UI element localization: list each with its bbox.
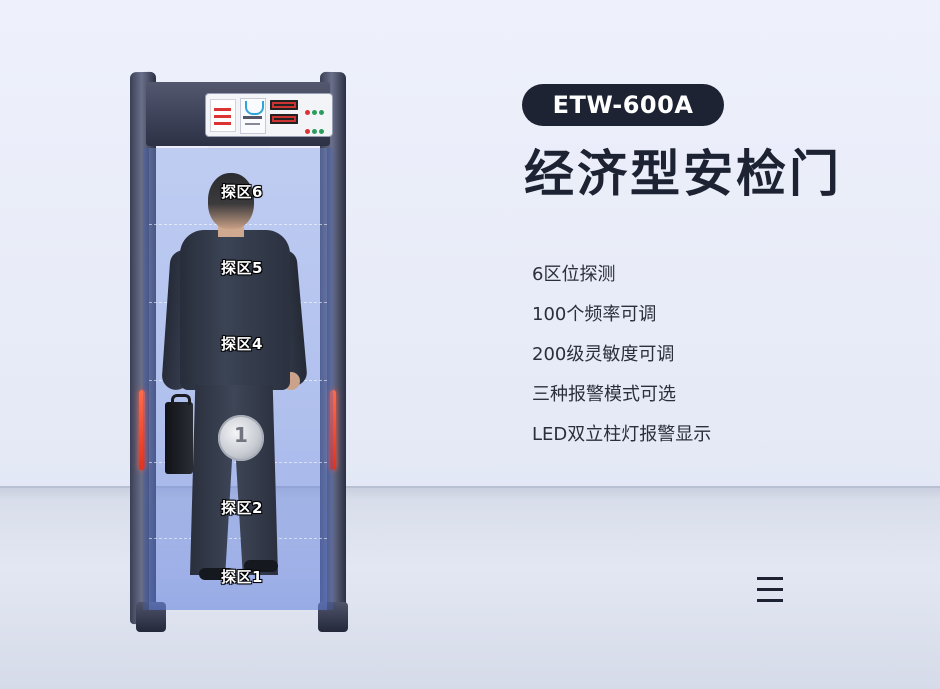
list-item: LED双立柱灯报警显示 — [532, 424, 712, 445]
person-head — [208, 173, 254, 229]
feature-list: 6区位探测 100个频率可调 200级灵敏度可调 三种报警模式可选 LED双立柱… — [532, 262, 892, 462]
coin-icon: 1 — [218, 415, 264, 461]
right-led-alarm-bar — [330, 390, 336, 470]
page-title: 经济型安检门 — [524, 145, 842, 203]
person-right-shoe — [244, 560, 278, 572]
hamburger-menu-icon[interactable] — [748, 570, 790, 612]
zone-label-4: 探区4 — [221, 335, 263, 353]
panel-digit-display — [270, 100, 298, 130]
list-item: 200级灵敏度可调 — [532, 344, 675, 365]
zone-label-5: 探区5 — [221, 259, 263, 277]
list-item: 100个频率可调 — [532, 304, 657, 325]
coin-glyph: 1 — [234, 423, 248, 447]
person-torso — [180, 230, 290, 390]
panel-status-lights — [304, 102, 326, 134]
panel-indicator — [210, 99, 236, 132]
briefcase-icon — [165, 394, 193, 474]
list-item: 6区位探测 — [532, 264, 616, 285]
zone-divider — [149, 538, 327, 539]
person-left-shoe — [199, 568, 235, 580]
zone-label-1: 探区1 — [221, 568, 263, 586]
list-item: 三种报警模式可选 — [532, 384, 676, 405]
control-panel — [205, 93, 333, 137]
zone-label-2: 探区2 — [221, 499, 263, 517]
model-badge: ETW-600A — [522, 84, 724, 126]
brand-logo-icon — [240, 98, 266, 134]
left-led-alarm-bar — [139, 390, 145, 470]
zone-label-6: 探区6 — [221, 183, 263, 201]
person-legs — [190, 385, 278, 575]
